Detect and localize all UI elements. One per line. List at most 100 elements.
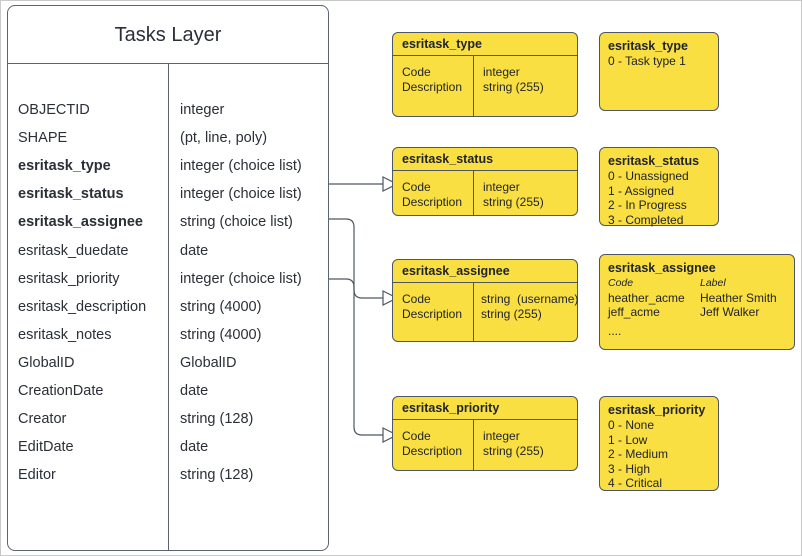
domain-label: Jeff Walker [700,305,760,319]
schema-right-column: string (username) string (255) [481,292,578,321]
domain-value: 3 - High [608,461,651,476]
field-type: date [180,243,209,259]
field-name: Creator [18,411,67,427]
schema-cell: integer [483,65,520,79]
connector-priority [329,278,383,436]
schema-right-column: integer string (255) [483,65,544,94]
schema-cell: integer [483,180,520,194]
schema-right-column: integer string (255) [483,180,544,209]
schema-cell: string (255) [483,194,544,209]
schema-table-header: esritask_priority [393,397,577,420]
field-name: esritask_priority [18,271,120,287]
table-row: Editor string (128) [8,461,328,489]
domain-box-esritask-status: esritask_status 0 - Unassigned 1 - Assig… [599,147,719,227]
schema-table-esritask-type: esritask_type Code Description integer s… [392,32,578,117]
schema-column-divider [473,171,474,215]
table-row: esritask_assignee string (choice list) [8,208,328,236]
schema-left-column: Code Description [402,65,462,94]
schema-cell: Description [402,306,463,321]
table-row: Creator string (128) [8,405,328,433]
domain-box-esritask-type: esritask_type 0 - Task type 1 [599,32,719,111]
schema-cell: Description [402,194,463,209]
field-name: GlobalID [18,355,75,371]
schema-table-body: Code Description integer string (255) [393,56,577,116]
tasks-layer-table: Tasks Layer OBJECTID integer SHAPE (pt, … [7,5,329,551]
schema-left-column: Code Description [402,180,462,209]
schema-column-divider [473,420,474,470]
table-row: esritask_status integer (choice list) [8,180,328,208]
domain-value: 1 - Assigned [608,183,675,198]
field-type: (pt, line, poly) [180,130,268,146]
schema-left-column: Code Description [402,429,462,458]
table-row: OBJECTID integer [8,96,328,124]
domain-row: heather_acme Heather Smith [608,291,786,306]
schema-cell: string (255) [481,306,542,321]
schema-cell: Code [402,292,431,306]
domain-box-esritask-assignee: esritask_assignee Code Label heather_acm… [599,254,795,350]
table-row: esritask_notes string (4000) [8,321,328,349]
schema-cell: Code [402,65,431,79]
schema-right-column: integer string (255) [483,429,544,458]
field-name: esritask_assignee [18,214,143,230]
field-name: OBJECTID [18,102,90,118]
table-row: SHAPE (pt, line, poly) [8,124,328,152]
domain-code: jeff_acme [608,305,660,319]
field-name: esritask_type [18,158,111,174]
domain-value: 0 - Unassigned [608,169,689,183]
domain-value: 0 - Task type 1 [608,54,686,68]
field-name: SHAPE [18,130,68,146]
schema-table-header: esritask_status [393,148,577,171]
field-name: CreationDate [18,383,104,399]
schema-table-body: Code Description string (username) strin… [393,283,578,341]
schema-cell: Description [402,79,463,94]
field-type: date [180,383,209,399]
schema-cell: Description [402,443,463,458]
domain-code-header: Code [608,277,634,289]
schema-table-header: esritask_assignee [393,260,577,283]
domain-box-esritask-priority: esritask_priority 0 - None 1 - Low 2 - M… [599,396,719,491]
layer-field-list: OBJECTID integer SHAPE (pt, line, poly) … [8,64,328,550]
field-name: Editor [18,467,56,483]
domain-label: Heather Smith [700,290,777,305]
schema-cell: integer [483,429,520,443]
domain-title: esritask_priority [608,403,706,417]
page-title: Tasks Layer [8,6,328,64]
domain-column-headers: Code Label [608,276,786,291]
field-name: esritask_description [18,299,147,315]
domain-code: heather_acme [608,290,685,305]
domain-value: 4 - Critical [608,476,663,490]
domain-row: jeff_acme Jeff Walker [608,305,786,320]
field-name: esritask_status [18,186,124,202]
schema-table-body: Code Description integer string (255) [393,420,577,470]
domain-ellipsis: .... [608,323,622,338]
table-row: esritask_duedate date [8,237,328,265]
domain-value: 1 - Low [608,432,648,447]
field-type: integer (choice list) [180,186,302,202]
field-type: string (choice list) [180,214,293,230]
domain-value: 2 - Medium [608,447,669,461]
domain-label-header: Label [700,277,726,289]
field-name: esritask_duedate [18,243,129,259]
schema-column-divider [473,283,474,341]
schema-column-divider [473,56,474,116]
table-row: esritask_description string (4000) [8,293,328,321]
schema-cell: Code [402,180,431,194]
field-type: string (128) [180,411,254,427]
schema-table-esritask-priority: esritask_priority Code Description integ… [392,396,578,471]
field-type: integer [180,102,225,118]
table-row: CreationDate date [8,377,328,405]
domain-value: 0 - None [608,418,655,432]
field-type: integer (choice list) [180,271,302,287]
field-type: string (128) [180,467,254,483]
schema-cell: Code [402,429,431,443]
schema-cell: string (255) [483,79,544,94]
field-type: string (4000) [180,327,262,343]
domain-title: esritask_assignee [608,261,716,275]
domain-title: esritask_type [608,39,688,53]
table-row: esritask_type integer (choice list) [8,152,328,180]
domain-title: esritask_status [608,154,700,168]
schema-table-header: esritask_type [393,33,577,56]
field-name: EditDate [18,439,74,455]
field-type: GlobalID [180,355,237,371]
